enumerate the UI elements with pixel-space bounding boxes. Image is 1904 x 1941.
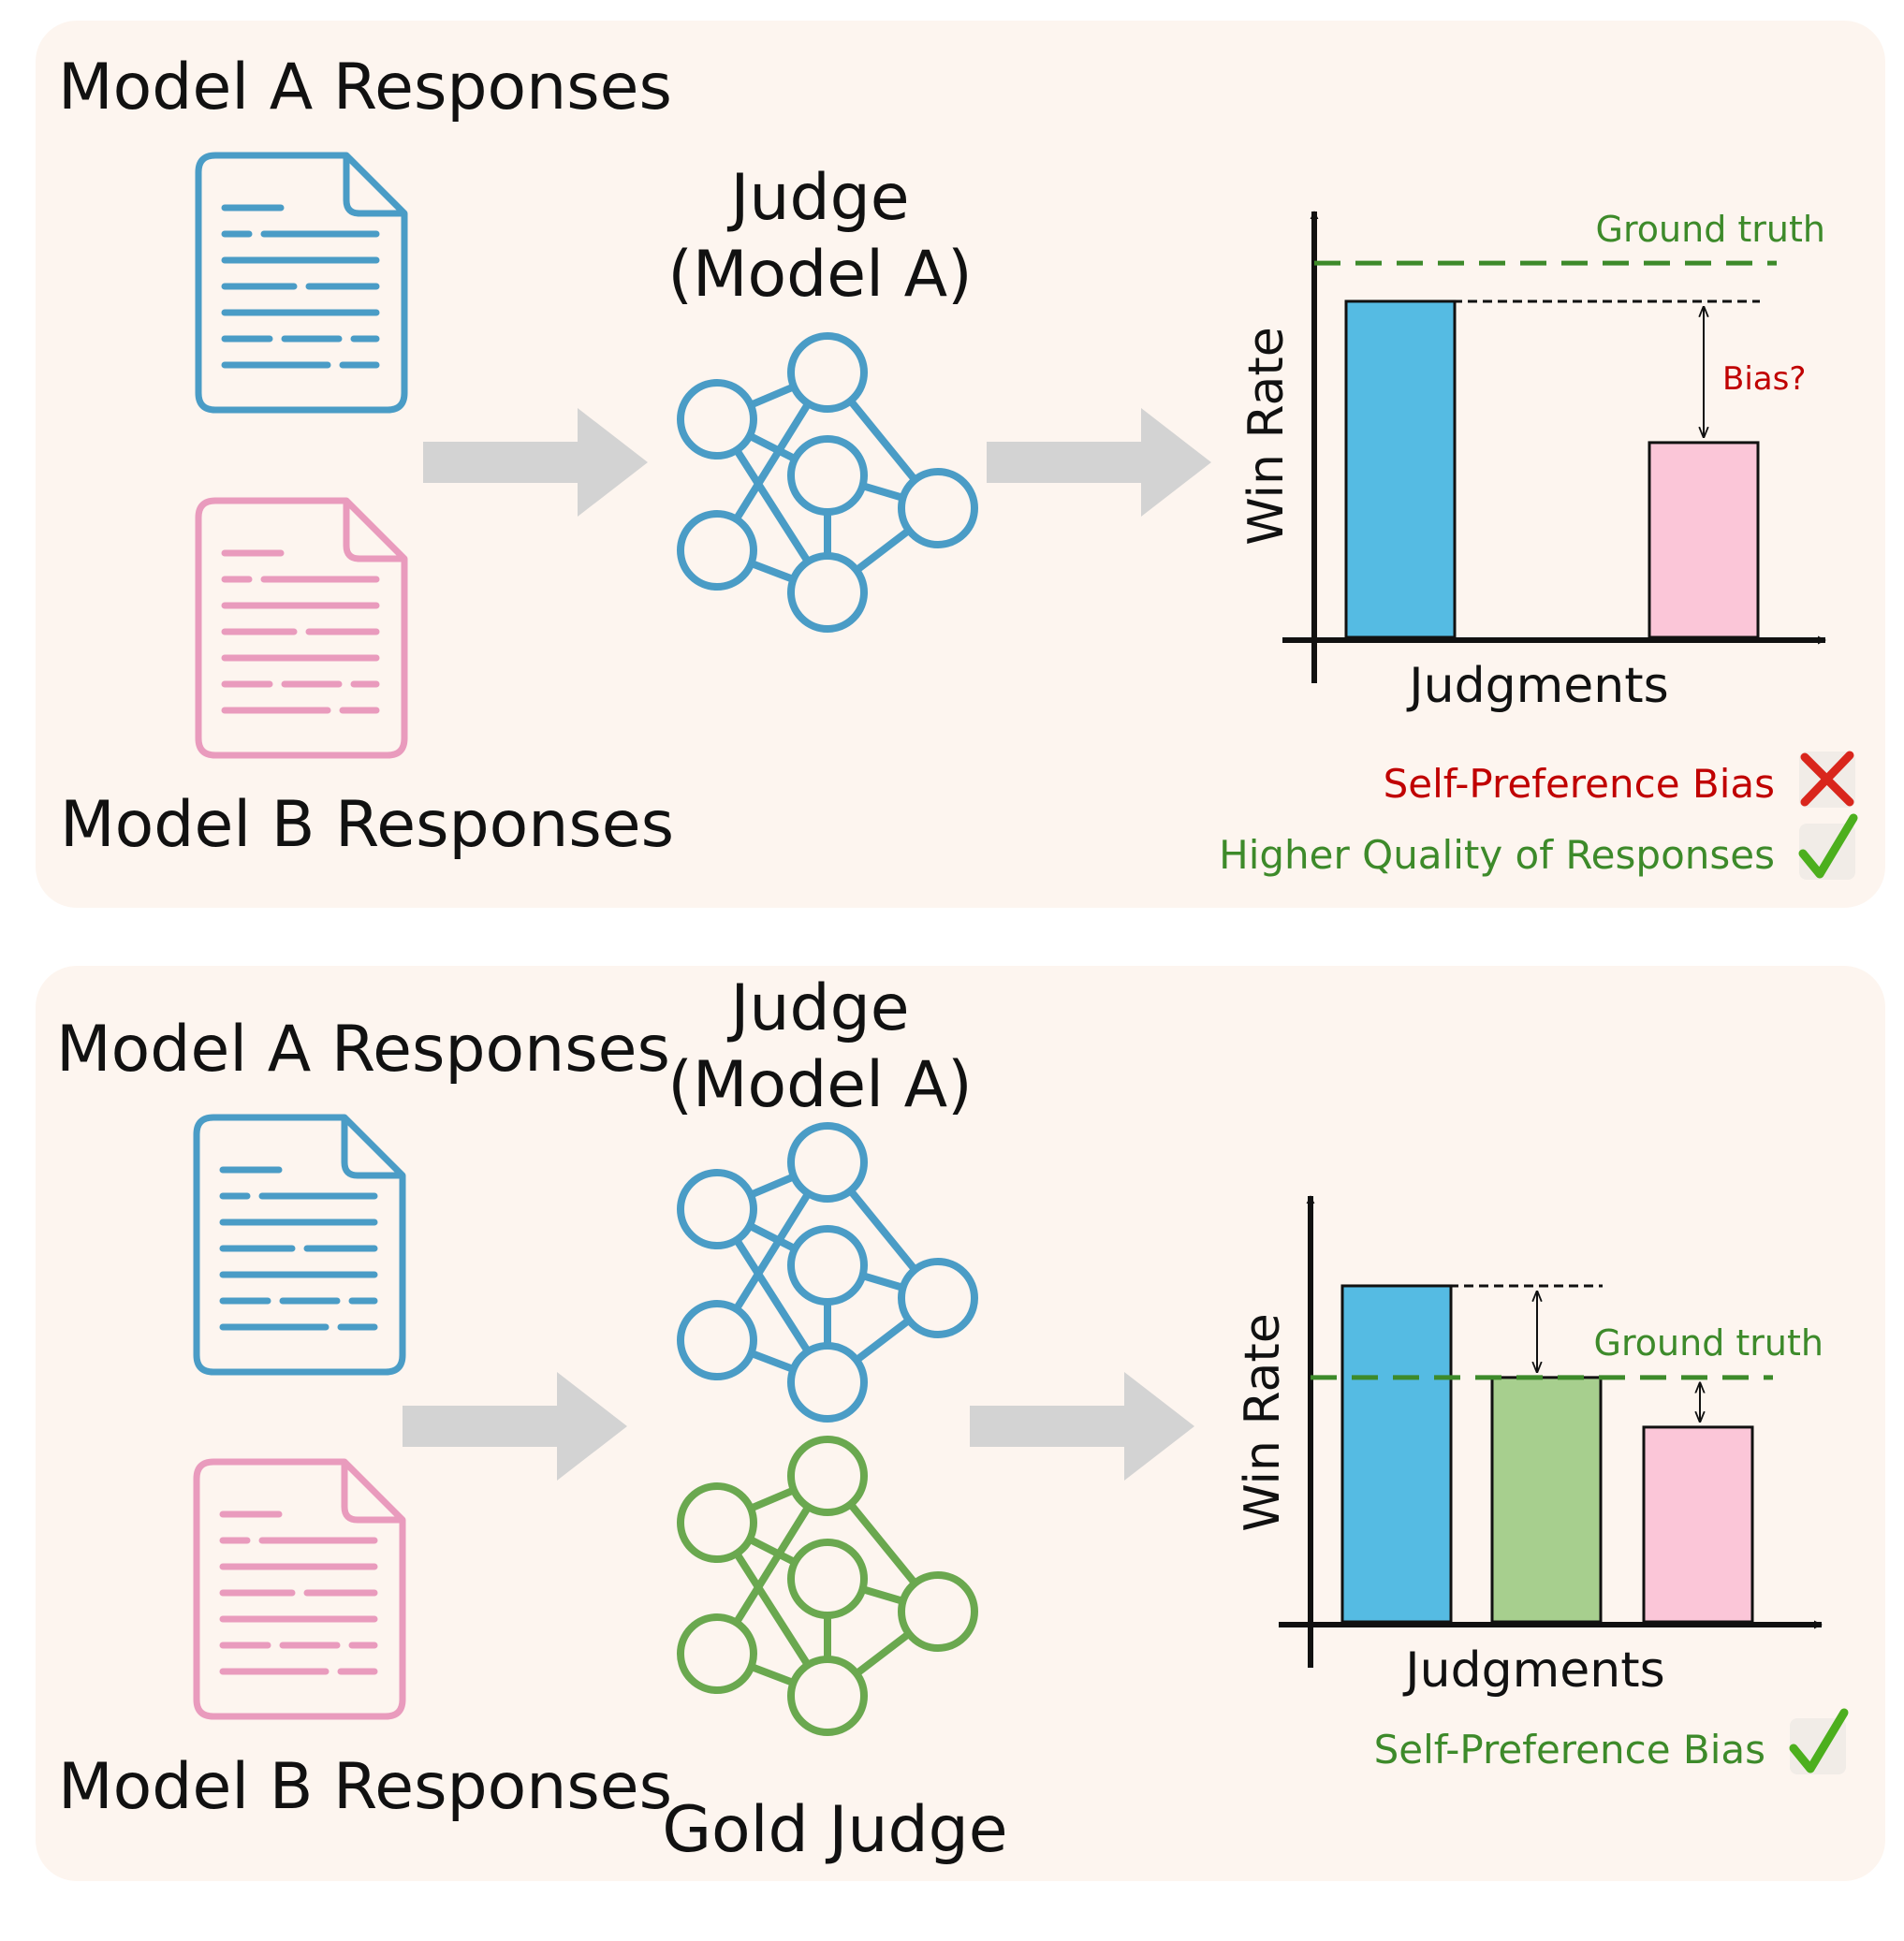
gold-judge-label: Gold Judge	[662, 1793, 1007, 1867]
bottom-panel: Model A Responses Model B Responses Judg…	[36, 966, 1885, 1881]
chart-bar	[1642, 1425, 1754, 1624]
model-a-label: Model A Responses	[56, 1013, 670, 1087]
judge-title: Judge	[726, 161, 909, 235]
y-axis-label: Win Rate	[1235, 1313, 1291, 1531]
bottom-chart: Ground truth Win Rate Judgments	[1235, 1195, 1823, 1699]
cross-icon	[1799, 751, 1855, 808]
check-icon	[1798, 813, 1858, 880]
bias-label: Bias?	[1722, 360, 1806, 398]
check-icon	[1789, 1708, 1849, 1774]
judge-subtitle: (Model A)	[667, 238, 972, 312]
ground-truth-label: Ground truth	[1594, 1322, 1823, 1364]
self-preference-bias-label: Self-Preference Bias	[1374, 1727, 1765, 1773]
top-chart: Ground truth Bias? Win Rate Judgments	[1238, 209, 1826, 714]
chart-bar	[1344, 299, 1457, 639]
x-axis-label: Judgments	[1406, 658, 1668, 714]
chart-bar	[1648, 441, 1760, 639]
model-b-label: Model B Responses	[60, 788, 674, 862]
self-preference-bias-label: Self-Preference Bias	[1384, 761, 1775, 807]
panel-background	[36, 966, 1885, 1881]
bar-group	[1344, 299, 1760, 639]
bar-group	[1340, 1284, 1754, 1624]
top-panel: Model A Responses Model B Responses Judg…	[36, 21, 1885, 908]
y-axis-label: Win Rate	[1238, 327, 1295, 545]
chart-bar	[1340, 1284, 1453, 1624]
x-axis-label: Judgments	[1402, 1642, 1664, 1699]
ground-truth-label: Ground truth	[1596, 209, 1825, 250]
panel-background	[36, 21, 1885, 908]
model-a-label: Model A Responses	[58, 51, 672, 124]
judge-title: Judge	[726, 971, 909, 1045]
higher-quality-label: Higher Quality of Responses	[1219, 832, 1775, 878]
judge-subtitle: (Model A)	[667, 1048, 972, 1122]
chart-bar	[1490, 1376, 1603, 1624]
model-b-label: Model B Responses	[58, 1750, 672, 1824]
